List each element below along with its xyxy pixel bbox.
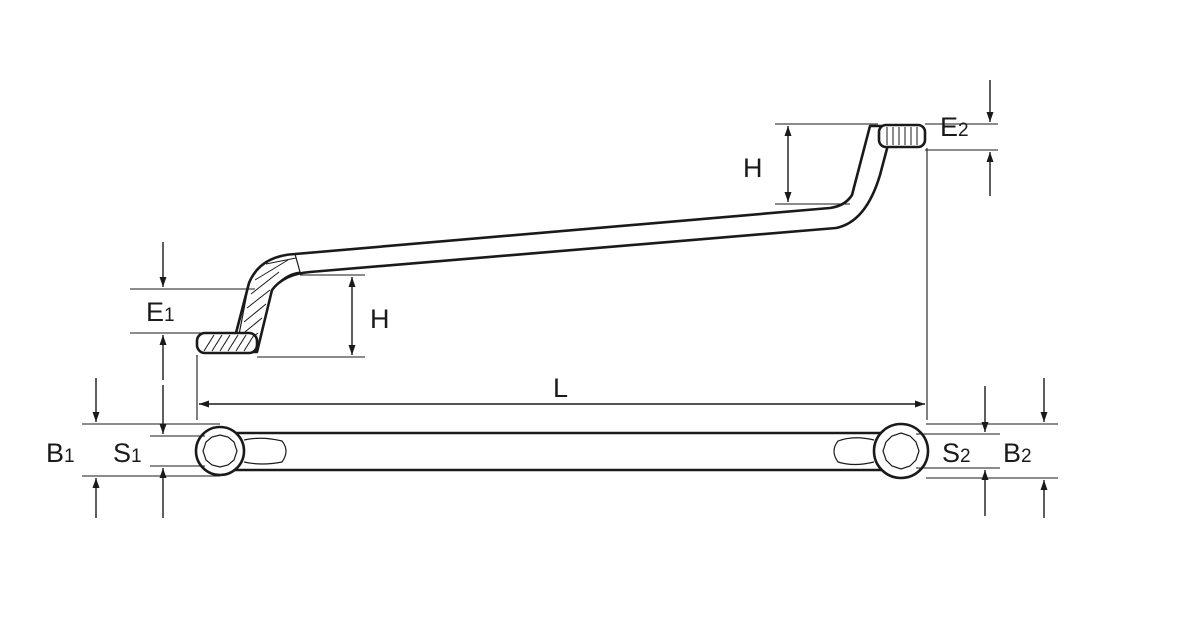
top-extension-lines [82,423,1058,479]
e2-label: E2 [940,112,969,142]
left-ring-top [194,425,246,477]
h-right-label: H [743,153,763,183]
h-left-label: H [370,304,390,334]
e1-dimension: E1 [146,242,175,380]
s2-label: S2 [942,438,971,468]
left-neck-detail [243,437,287,465]
l-label: L [553,373,568,403]
l-dimension: L [199,373,925,408]
right-ring-ribs [886,127,918,145]
h-right-dimension: H [743,126,792,202]
e2-dimension: E2 [940,80,994,196]
b2-dimension: B2 [1003,378,1048,518]
b2-label: B2 [1003,438,1032,468]
left-bend-section [235,253,301,351]
h-left-dimension: H [348,277,390,355]
side-extension-lines [130,123,998,420]
right-neck-detail [833,437,875,466]
s2-dimension: S2 [942,386,989,516]
e1-label: E1 [146,297,175,327]
left-ring-bore [202,434,238,468]
right-ring-end-side [877,123,927,149]
side-view: E1 H H E2 L [130,80,998,420]
left-ring-end-side [195,331,259,355]
b1-label: B1 [46,438,75,468]
right-ring-top [872,422,930,480]
right-ring-bore [882,432,920,470]
b1-dimension: B1 [46,378,100,518]
wrench-handle-top [218,431,902,472]
wrench-shank-side [234,124,895,354]
left-ring-hatching [203,334,255,352]
top-view: B1 S1 S2 B2 [46,378,1058,518]
s1-dimension: S1 [113,385,167,518]
s1-label: S1 [113,438,142,468]
